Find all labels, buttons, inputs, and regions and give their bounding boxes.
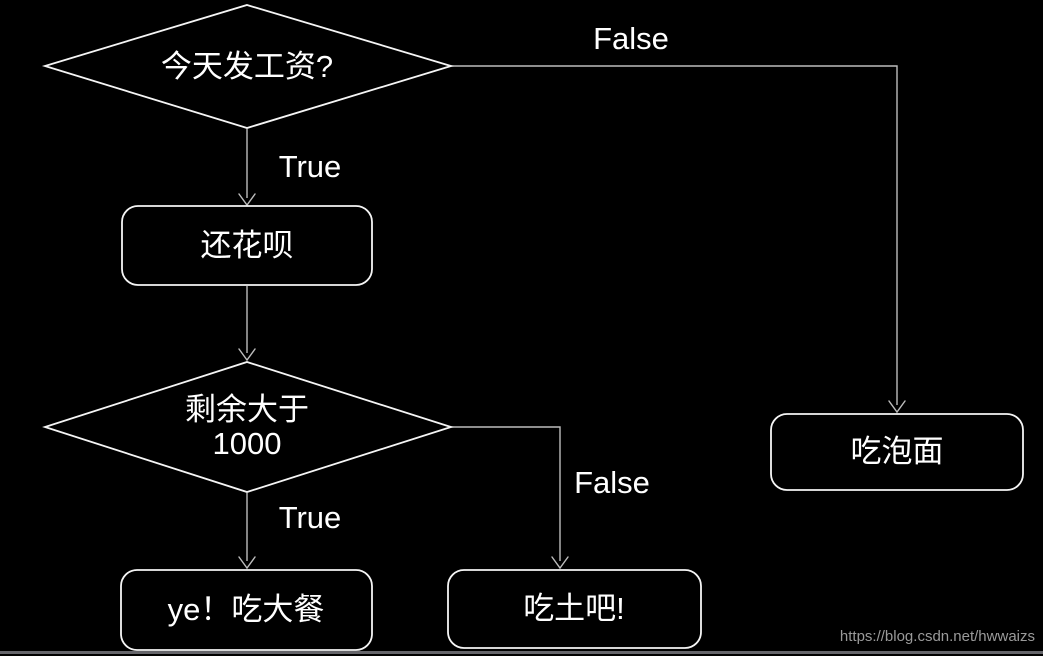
edge-remaining-true-label: True <box>278 500 342 535</box>
decision-payday-diamond <box>41 4 455 129</box>
arrowhead-to-eat-dirt <box>551 556 569 570</box>
process-repay-huabei-label: 还花呗 <box>200 227 294 263</box>
decision-remaining-label-line2: 1000 <box>212 426 282 461</box>
edge-remaining-false-label: False <box>574 465 650 500</box>
watermark-url: https://blog.csdn.net/hwwaizs <box>839 628 1035 645</box>
arrowhead-to-repay <box>238 193 256 207</box>
bottom-border <box>0 651 1043 654</box>
arrowhead-to-noodles <box>888 400 906 414</box>
result-feast-box <box>120 569 373 651</box>
edge-remaining-false-line <box>451 426 561 561</box>
edge-payday-true-label: True <box>278 149 342 184</box>
edge-payday-false-label: False <box>593 21 669 56</box>
process-repay-huabei-box <box>121 205 373 286</box>
result-eat-dirt-label: 吃土吧! <box>523 590 625 626</box>
result-eat-dirt-box <box>447 569 702 649</box>
decision-payday-label: 今天发工资? <box>160 48 334 84</box>
arrowhead-to-feast <box>238 556 256 570</box>
decision-remaining-diamond <box>42 361 454 493</box>
result-feast-label: ye！吃大餐 <box>167 591 325 627</box>
arrowhead-to-remaining <box>238 348 256 362</box>
result-instant-noodles-box <box>770 413 1024 491</box>
decision-remaining-label: 剩余大于 1000 <box>185 391 309 461</box>
decision-remaining-label-line1: 剩余大于 <box>185 391 309 427</box>
edge-payday-false-line <box>451 65 898 405</box>
result-instant-noodles-label: 吃泡面 <box>850 433 944 469</box>
